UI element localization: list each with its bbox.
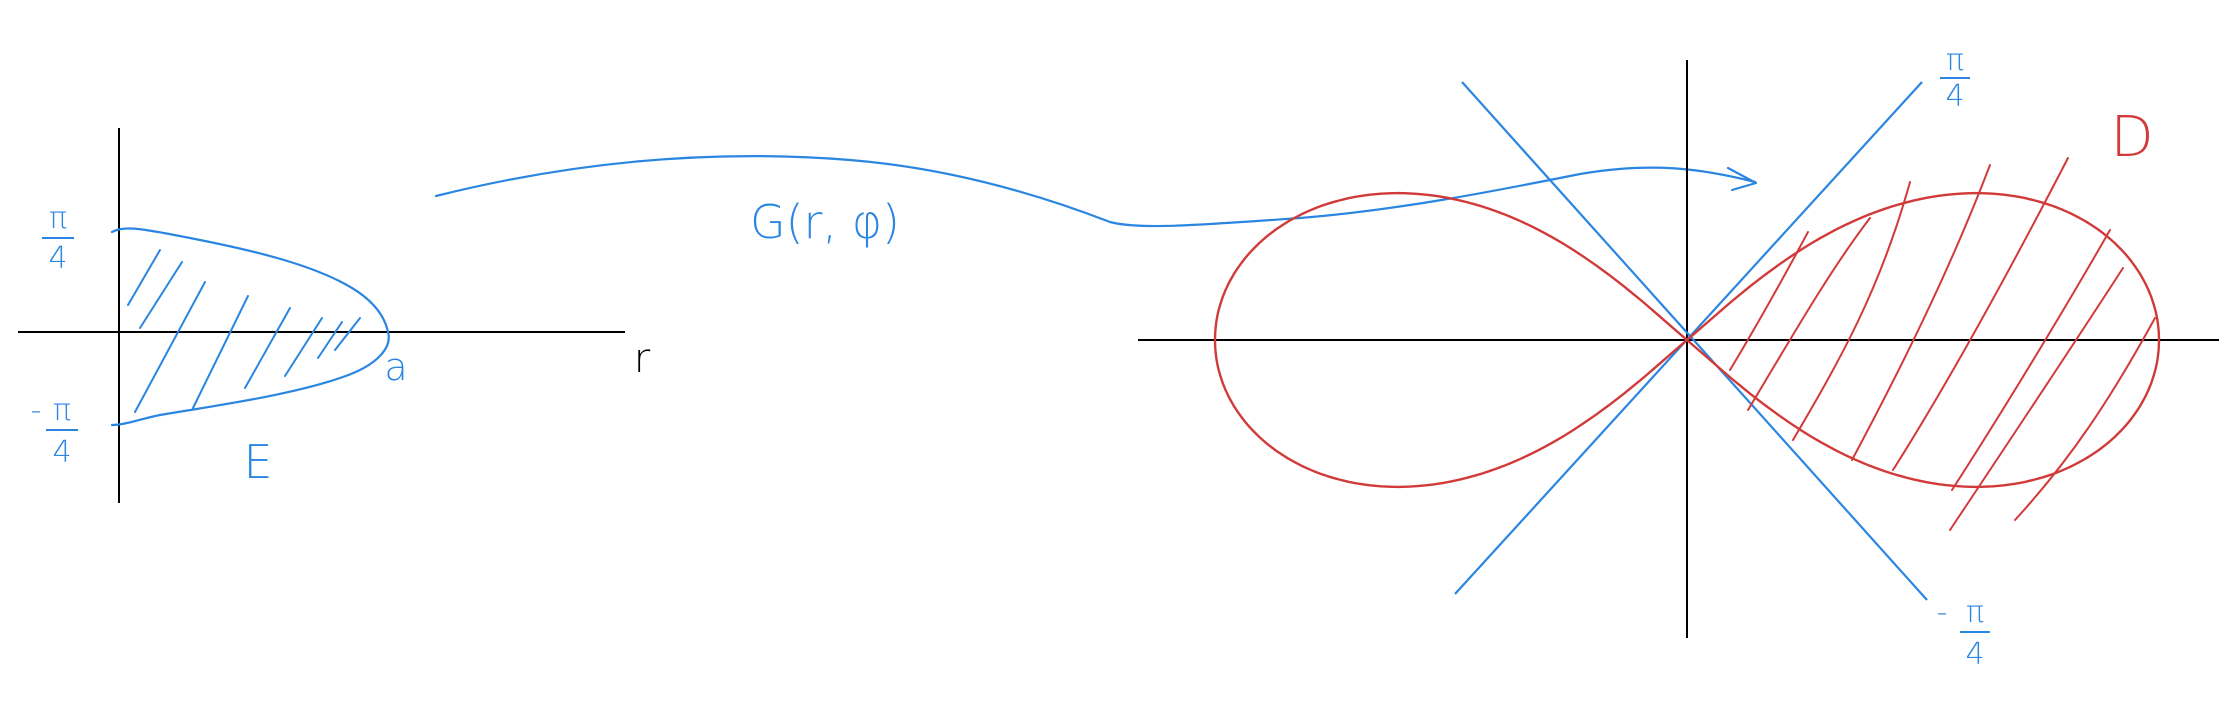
region-e-boundary xyxy=(110,227,390,427)
svg-text:-: - xyxy=(31,393,42,428)
svg-text:4: 4 xyxy=(1965,637,1984,672)
map-label: G(r, φ) xyxy=(750,195,900,249)
arrow-head xyxy=(1726,166,1758,192)
label-r-axis: r xyxy=(634,336,651,382)
right-neg-pi-over-4-label: - π 4 xyxy=(1937,595,1990,672)
left-pi-over-4-label: π 4 xyxy=(42,201,74,276)
lemniscate-curve xyxy=(1213,191,2161,489)
svg-text:4: 4 xyxy=(1945,79,1964,114)
right-region-plot: π 4 - π 4 D xyxy=(1138,43,2219,672)
svg-text:π: π xyxy=(1966,595,1984,630)
region-e-hatching xyxy=(127,249,361,413)
right-pi-over-4-label: π 4 xyxy=(1940,43,1970,114)
label-e-region: E xyxy=(243,435,272,489)
svg-text:4: 4 xyxy=(52,435,71,470)
mapping-arrow-curve xyxy=(434,155,1757,228)
svg-text:4: 4 xyxy=(48,241,67,276)
svg-text:-: - xyxy=(1937,595,1948,630)
svg-text:π: π xyxy=(49,201,67,236)
region-d-hatching xyxy=(1729,157,2156,531)
left-neg-pi-over-4-label: - π 4 xyxy=(31,393,78,470)
label-d-region: D xyxy=(2110,105,2153,170)
mapping-arrow: G(r, φ) xyxy=(434,155,1758,249)
left-domain-plot: π 4 - π 4 a r E xyxy=(18,128,651,503)
label-a: a xyxy=(384,345,407,389)
svg-text:π: π xyxy=(53,393,71,428)
svg-text:π: π xyxy=(1946,43,1964,78)
line-neg-pi-over-4 xyxy=(1461,81,1928,601)
